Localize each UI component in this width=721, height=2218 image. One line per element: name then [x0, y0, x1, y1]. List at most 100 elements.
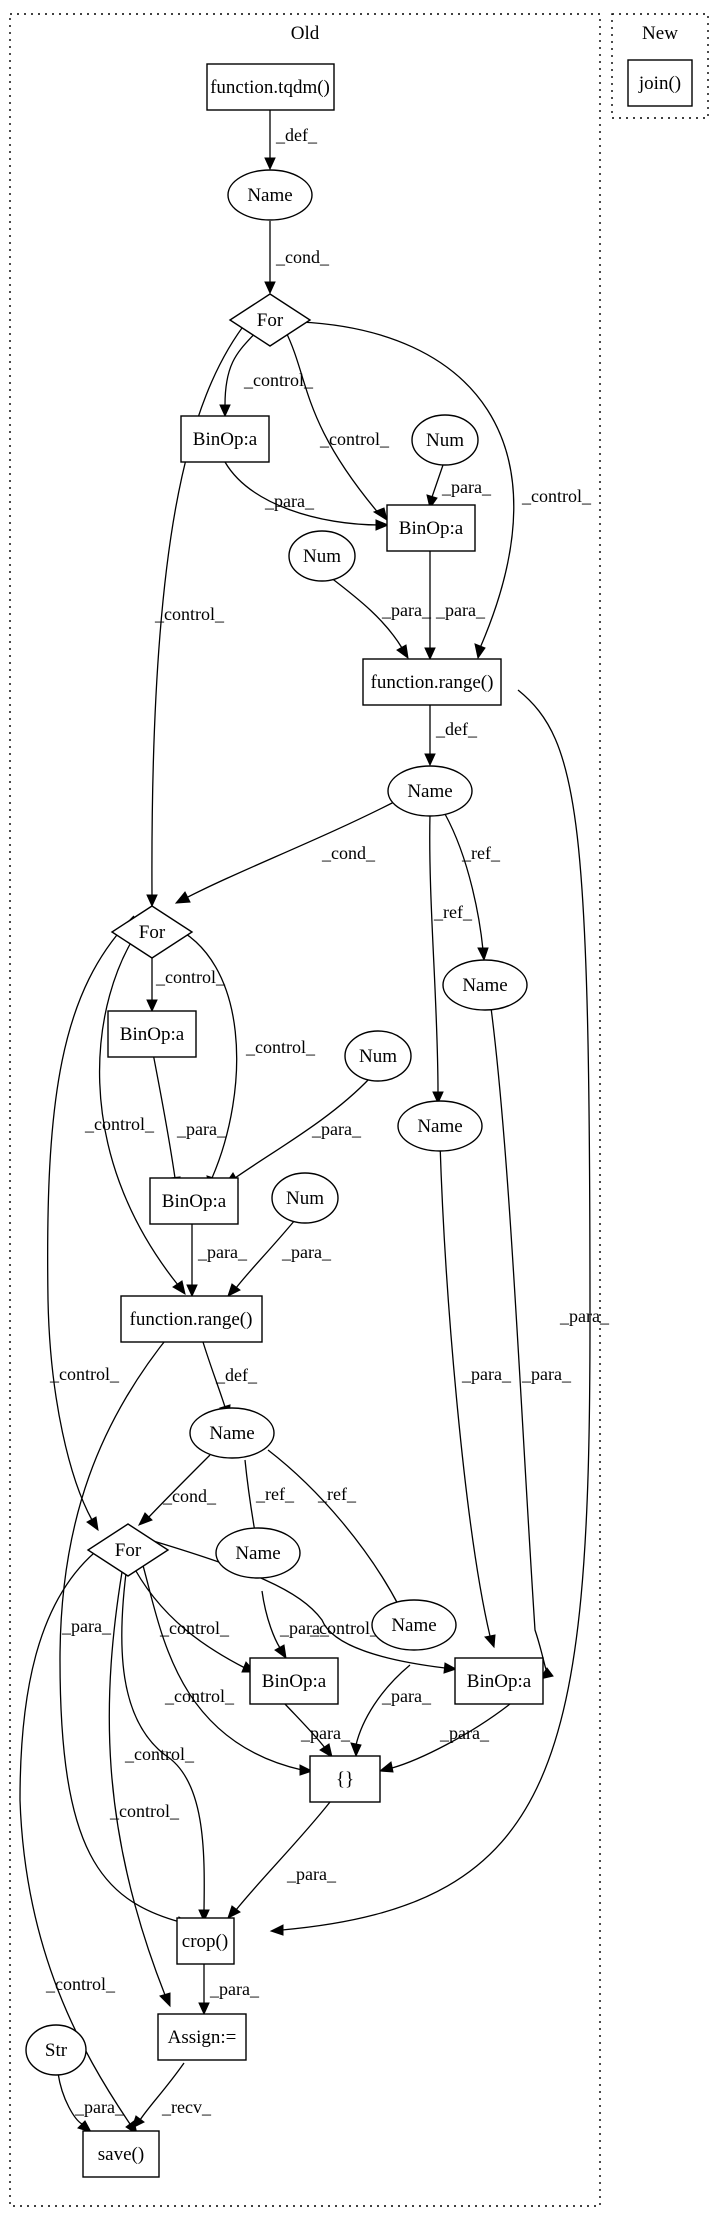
node-num-1: Num — [411, 414, 479, 466]
cluster-old: Old — [9, 13, 601, 2207]
edge-for1-to-binop1: _control_ — [219, 329, 314, 418]
node-label: function.tqdm() — [210, 77, 330, 98]
node-function-tqdm: function.tqdm() — [206, 63, 335, 111]
edge-label: _para_ — [435, 600, 486, 620]
edge-label: _control_ — [124, 1744, 195, 1764]
edge-label: _para_ — [286, 1864, 337, 1884]
edge-label: _para_ — [209, 1979, 260, 1999]
node-num-2: Num — [288, 530, 356, 582]
node-binop-6: BinOp:a — [454, 1657, 544, 1705]
edge-label: _para_ — [61, 1616, 112, 1636]
edge-num4-to-range2: _para_ — [227, 1219, 332, 1297]
node-for-3: For — [86, 1523, 170, 1577]
edge-binop6-to-braces: _para_ — [378, 1703, 511, 1773]
node-join: join() — [627, 59, 693, 107]
edge-label: _para_ — [441, 477, 492, 497]
edge-num3-to-binop4: _para_ — [222, 1077, 371, 1187]
node-name-7: Name — [371, 1599, 457, 1651]
edge-label: _ref_ — [255, 1484, 295, 1504]
edge-label: _control_ — [49, 1364, 120, 1384]
edge-label: _control_ — [309, 1618, 380, 1638]
edge-name4-to-binop6: _para_ — [439, 1142, 512, 1649]
edge-for2-to-for3: _control_ — [47, 915, 135, 1532]
edge-label: _cond_ — [275, 247, 330, 267]
edge-name7-to-braces: _para_ — [350, 1664, 432, 1758]
edge-num1-to-binop2: _para_ — [426, 464, 492, 510]
edge-binop4-to-range2: _para_ — [186, 1224, 248, 1298]
edge-range1-to-crop: _para_ — [269, 689, 610, 1936]
edge-for1-to-binop2: _control_ — [284, 329, 390, 522]
node-label: BinOp:a — [120, 1024, 185, 1045]
node-label: Name — [407, 781, 452, 802]
edge-label: _def_ — [275, 125, 318, 145]
node-name-2: Name — [387, 765, 473, 817]
edge-label: _para_ — [461, 1364, 512, 1384]
edge-label: _control_ — [154, 604, 225, 624]
nodes-layer: function.tqdm() Name For BinOp:a Num Bin… — [25, 59, 693, 2178]
edge-name5-to-for3: _cond_ — [137, 1454, 217, 1526]
node-label: BinOp:a — [399, 518, 464, 539]
node-binop-1: BinOp:a — [180, 415, 270, 463]
edge-for2-to-binop3: _control_ — [146, 940, 226, 1013]
edge-label: _cond_ — [321, 843, 376, 863]
node-braces: {} — [309, 1755, 381, 1803]
edge-name3-to-binop6: _para_ — [489, 999, 572, 1680]
node-label: Name — [247, 185, 292, 206]
node-name-4: Name — [397, 1100, 483, 1152]
edges-layer: _def_ _cond_ _control_ _control_ _contro… — [19, 110, 610, 2136]
node-label: For — [257, 310, 284, 331]
edge-label: _para_ — [439, 1723, 490, 1743]
node-crop: crop() — [176, 1917, 235, 1965]
edge-label: _para_ — [281, 1242, 332, 1262]
node-label: Name — [209, 1423, 254, 1444]
edge-label: _para_ — [197, 1242, 248, 1262]
edge-label: _control_ — [319, 429, 390, 449]
edge-name-to-for1: _cond_ — [264, 221, 330, 295]
edge-label: _para_ — [176, 1119, 227, 1139]
node-label: Num — [426, 430, 464, 451]
node-function-range-2: function.range() — [120, 1295, 263, 1343]
edge-label: _para_ — [279, 1618, 330, 1638]
edge-for2-to-range2: _control_ — [84, 927, 186, 1296]
edge-label: _cond_ — [162, 1486, 217, 1506]
edge-label: _def_ — [435, 719, 478, 739]
edge-label: _control_ — [109, 1801, 180, 1821]
node-label: Name — [417, 1116, 462, 1137]
node-label: join() — [638, 73, 681, 94]
edge-label: _ref_ — [317, 1484, 357, 1504]
node-label: Num — [359, 1046, 397, 1067]
node-label: Name — [462, 975, 507, 996]
edge-name2-to-for2: _cond_ — [174, 799, 399, 904]
node-label: BinOp:a — [193, 429, 258, 450]
edge-assign-to-save: _recv_ — [131, 2062, 212, 2129]
node-str: Str — [25, 2024, 87, 2076]
edge-name2-to-name3: _ref_ — [444, 813, 501, 962]
edge-label: _ref_ — [461, 843, 501, 863]
node-binop-3: BinOp:a — [107, 1010, 197, 1058]
node-name-1: Name — [227, 169, 313, 221]
node-label: Num — [303, 546, 341, 567]
node-label: Str — [45, 2040, 68, 2061]
edge-label: _control_ — [159, 1618, 230, 1638]
cluster-old-label: Old — [291, 23, 320, 44]
edge-binop2-to-range1: _para_ — [424, 551, 486, 661]
edge-binop5-to-braces: _para_ — [284, 1703, 351, 1759]
node-label: function.range() — [130, 1309, 253, 1330]
edge-range2-to-name5: _def_ — [199, 1331, 258, 1420]
node-name-6: Name — [215, 1527, 301, 1579]
edge-for3-to-braces: _control_ — [139, 1554, 314, 1776]
edge-binop1-to-binop2: _para_ — [224, 461, 390, 531]
edge-label: _control_ — [521, 486, 592, 506]
edge-label: _control_ — [45, 1974, 116, 1994]
edge-for3-to-assign: _control_ — [108, 1559, 180, 2008]
node-label: For — [115, 1540, 142, 1561]
edge-label: _para_ — [381, 1686, 432, 1706]
node-label: For — [139, 922, 166, 943]
node-label: {} — [336, 1769, 354, 1790]
edge-label: _ref_ — [433, 902, 473, 922]
edge-label: _recv_ — [161, 2097, 212, 2117]
edge-label: _para_ — [264, 491, 315, 511]
node-name-3: Name — [442, 959, 528, 1011]
node-label: Name — [235, 1543, 280, 1564]
